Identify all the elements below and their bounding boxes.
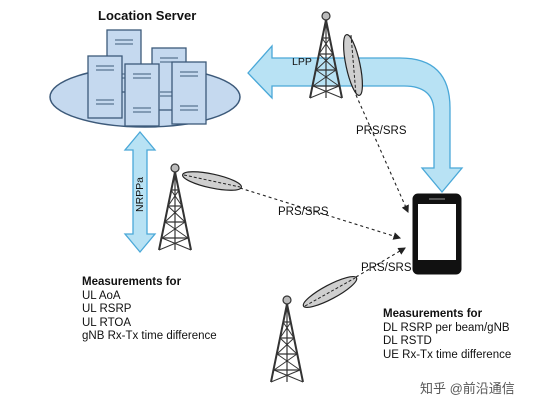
list-item: DL RSRP per beam/gNB <box>383 321 510 334</box>
bottom-beam <box>302 276 358 308</box>
list-item: UE Rx-Tx time difference <box>383 348 512 361</box>
server-rack-icon <box>87 29 207 127</box>
top-tower-icon <box>309 11 343 99</box>
uplink-measurements-list: Measurements for UL AoA UL RSRP UL RTOA … <box>82 276 217 344</box>
nrppa-arrow <box>123 130 157 254</box>
prs-srs-mid-label: PRS/SRS <box>278 206 329 218</box>
prs-srs-top-label: PRS/SRS <box>356 125 407 137</box>
list-item: UL RSRP <box>82 303 132 315</box>
list-item: DL RSTD <box>383 335 432 347</box>
location-server-title: Location Server <box>98 8 197 23</box>
list-item: gNB Rx-Tx time difference <box>82 330 217 342</box>
bottom-tower-icon <box>270 295 304 383</box>
list-item: UL AoA <box>82 289 121 302</box>
left-beam <box>182 171 242 191</box>
uplink-measurements-heading: Measurements for <box>82 276 182 288</box>
prs-srs-bottom-label: PRS/SRS <box>361 262 412 274</box>
downlink-measurements-heading: Measurements for <box>383 308 483 320</box>
watermark: 知乎 @前沿通信 <box>420 381 515 396</box>
lpp-label: LPP <box>292 56 312 68</box>
lpp-arrow <box>247 44 464 194</box>
prs-srs-mid-arrow <box>239 187 402 240</box>
downlink-measurements-list: Measurements for DL RSRP per beam/gNB DL… <box>383 308 511 362</box>
list-item: UL RTOA <box>82 316 131 329</box>
nrppa-label: NRPPa <box>134 176 146 212</box>
prs-srs-top-arrow <box>355 94 409 214</box>
ue-phone-icon <box>412 193 462 275</box>
